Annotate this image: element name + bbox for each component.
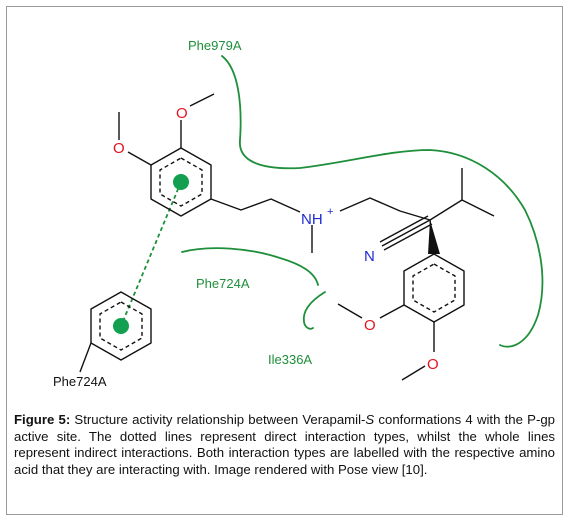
aromatic-ring-phe724a <box>90 291 152 361</box>
residue-label-ile336a: Ile336A <box>268 352 312 367</box>
caption-text-b: conformations 4 with the P-gp active sit… <box>14 412 556 477</box>
ring-centroid-top <box>173 174 189 190</box>
aromatic-ring-phe724a-inner <box>99 301 143 351</box>
ring-centroid-bottom <box>113 318 129 334</box>
residue-label-phe724a-bottom: Phe724A <box>53 374 107 389</box>
phe979a-interaction-curve <box>221 55 544 348</box>
atom-ammonium: NH <box>301 211 323 228</box>
phe724a-interaction-curve <box>181 247 319 286</box>
aromatic-ring-top-inner <box>159 157 203 207</box>
caption-italic-s: S <box>365 412 375 427</box>
ile336a-interaction-curve <box>302 291 326 330</box>
caption-label: Figure 5: <box>14 412 71 427</box>
aromatic-ring-lower-inner <box>412 263 456 313</box>
atom-oxygen-3: O <box>364 317 376 334</box>
molecule-diagram: O O O O NH + N Phe979A Phe724A Ile336A P… <box>53 38 544 389</box>
figure-frame <box>6 6 563 515</box>
atom-ammonium-charge: + <box>327 206 333 218</box>
residue-label-phe724a-mid: Phe724A <box>196 276 250 291</box>
atom-nitrile-nitrogen: N <box>364 248 375 265</box>
figure-caption: Figure 5: Structure activity relationshi… <box>14 412 555 478</box>
pi-stack-dotted-line <box>120 181 182 327</box>
atom-oxygen-1: O <box>176 105 188 122</box>
atom-oxygen-4: O <box>427 356 439 373</box>
residue-label-phe979a: Phe979A <box>188 38 242 53</box>
caption-text-a: Structure activity relationship between … <box>70 412 366 427</box>
atom-oxygen-2: O <box>113 140 125 157</box>
